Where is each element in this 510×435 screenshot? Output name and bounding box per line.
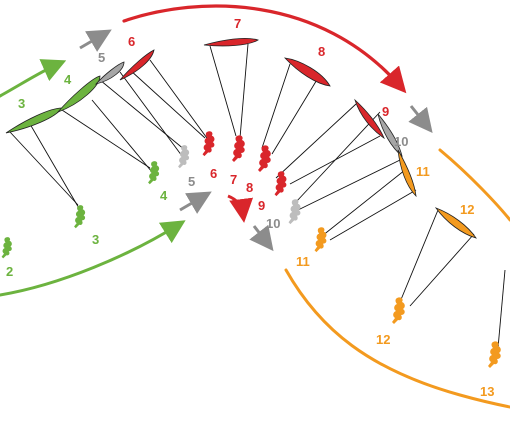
kite-label-12: 12 bbox=[460, 202, 474, 217]
rider-label-9: 9 bbox=[258, 198, 265, 213]
rider-10 bbox=[288, 199, 301, 225]
rider-11 bbox=[314, 227, 327, 253]
arrow-gray-right bbox=[408, 105, 433, 134]
kite-9 bbox=[354, 98, 385, 140]
arrow-red-mid bbox=[227, 194, 254, 223]
kite-label-7: 7 bbox=[234, 16, 241, 31]
rider-9 bbox=[274, 171, 287, 197]
kite-lines bbox=[9, 43, 506, 349]
kite-4 bbox=[56, 75, 101, 113]
kite-12 bbox=[434, 207, 477, 239]
arrow-gray-mid bbox=[179, 191, 212, 214]
rider-label-5: 5 bbox=[188, 174, 195, 189]
kite-3 bbox=[5, 107, 63, 134]
rider-label-11: 11 bbox=[296, 254, 310, 269]
rider-label-4: 4 bbox=[160, 188, 168, 203]
rider-label-12: 12 bbox=[376, 332, 390, 347]
kite-label-8: 8 bbox=[318, 44, 325, 59]
rider-2 bbox=[1, 237, 12, 259]
approach-arc-upper bbox=[0, 59, 67, 98]
kite-label-5: 5 bbox=[98, 50, 105, 65]
rider-3 bbox=[74, 205, 86, 229]
rider-7 bbox=[232, 135, 245, 162]
kite-label-4: 4 bbox=[64, 72, 72, 87]
rider-8 bbox=[258, 145, 271, 172]
kite-label-11: 11 bbox=[416, 164, 430, 179]
kite-label-3: 3 bbox=[18, 96, 25, 111]
arrow-gray-low bbox=[249, 224, 274, 252]
rider-13 bbox=[488, 341, 501, 368]
kite-label-10: 10 bbox=[394, 134, 408, 149]
rider-label-10: 10 bbox=[266, 216, 280, 231]
rider-label-2: 2 bbox=[6, 264, 13, 279]
rider-label-8: 8 bbox=[246, 180, 253, 195]
rider-arc-orange bbox=[284, 268, 510, 409]
rider-label-13: 13 bbox=[480, 384, 494, 399]
kite-5 bbox=[94, 61, 125, 85]
kite-10 bbox=[377, 113, 403, 158]
kite-arc-orange bbox=[438, 148, 510, 222]
kite-arc-red bbox=[122, 4, 407, 94]
rider-12 bbox=[392, 297, 405, 324]
kite-11 bbox=[397, 149, 417, 198]
approach-arc-lower bbox=[0, 220, 186, 297]
rider-label-6: 6 bbox=[210, 166, 217, 181]
rider-label-7: 7 bbox=[230, 172, 237, 187]
kite-label-6: 6 bbox=[128, 34, 135, 49]
kite-label-9: 9 bbox=[382, 104, 389, 119]
rider-label-3: 3 bbox=[92, 232, 99, 247]
rider-5 bbox=[178, 145, 190, 169]
kite-8 bbox=[283, 57, 331, 87]
kite-6 bbox=[119, 49, 155, 81]
kite-7 bbox=[203, 37, 259, 47]
arrow-gray-top bbox=[79, 29, 112, 52]
rider-4 bbox=[148, 161, 160, 185]
